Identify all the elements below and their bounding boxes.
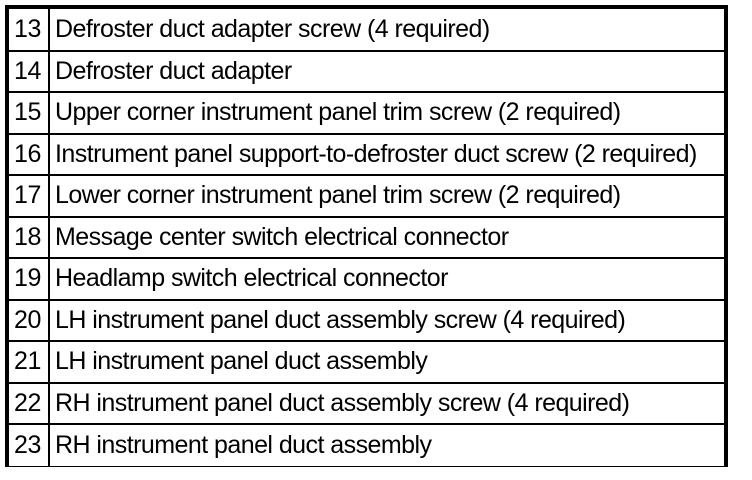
item-number-cell: 18: [9, 215, 50, 258]
item-description-cell: RH instrument panel duct assembly: [49, 423, 724, 466]
item-number-cell: 21: [9, 340, 50, 383]
item-description-cell: Message center switch electrical connect…: [49, 215, 724, 258]
item-number-cell: 14: [9, 49, 50, 92]
item-number-cell: 15: [9, 91, 50, 134]
item-number-cell: 13: [9, 9, 50, 51]
parts-legend-table: 13 Defroster duct adapter screw (4 requi…: [9, 9, 724, 466]
table-row: 23 RH instrument panel duct assembly: [9, 423, 724, 466]
item-description-cell: RH instrument panel duct assembly screw …: [49, 381, 724, 424]
parts-legend-table-container: 13 Defroster duct adapter screw (4 requi…: [5, 5, 728, 467]
item-description-cell: Defroster duct adapter screw (4 required…: [55, 14, 490, 43]
item-description-cell: Defroster duct adapter: [49, 49, 724, 92]
table-row: 18 Message center switch electrical conn…: [9, 215, 724, 258]
item-description-cell: LH instrument panel duct assembly: [49, 340, 724, 383]
item-description-cell: Lower corner instrument panel trim screw…: [49, 174, 724, 217]
item-description-cell: Upper corner instrument panel trim screw…: [49, 91, 724, 134]
item-description-cell: LH instrument panel duct assembly screw …: [49, 298, 724, 341]
item-number-cell: 17: [9, 174, 50, 217]
item-number-cell: 16: [9, 132, 50, 175]
item-number-cell: 20: [9, 298, 50, 341]
item-number-cell: 19: [9, 257, 50, 300]
item-number-cell: 22: [9, 381, 50, 424]
table-row: 13 Defroster duct adapter screw (4 requi…: [9, 9, 724, 51]
table-row: 15 Upper corner instrument panel trim sc…: [9, 91, 724, 134]
item-description-cell: Instrument panel support-to-defroster du…: [49, 132, 724, 175]
table-row: 22 RH instrument panel duct assembly scr…: [9, 381, 724, 424]
table-row: 21 LH instrument panel duct assembly: [9, 340, 724, 383]
parts-legend-table-body: 13 Defroster duct adapter screw (4 requi…: [9, 9, 724, 466]
table-row: 17 Lower corner instrument panel trim sc…: [9, 174, 724, 217]
table-row: 16 Instrument panel support-to-defroster…: [9, 132, 724, 175]
item-description-cell: Headlamp switch electrical connector: [49, 257, 724, 300]
table-row: 14 Defroster duct adapter: [9, 49, 724, 92]
table-row: 19 Headlamp switch electrical connector: [9, 257, 724, 300]
item-number-cell: 23: [9, 423, 50, 466]
table-row: 20 LH instrument panel duct assembly scr…: [9, 298, 724, 341]
